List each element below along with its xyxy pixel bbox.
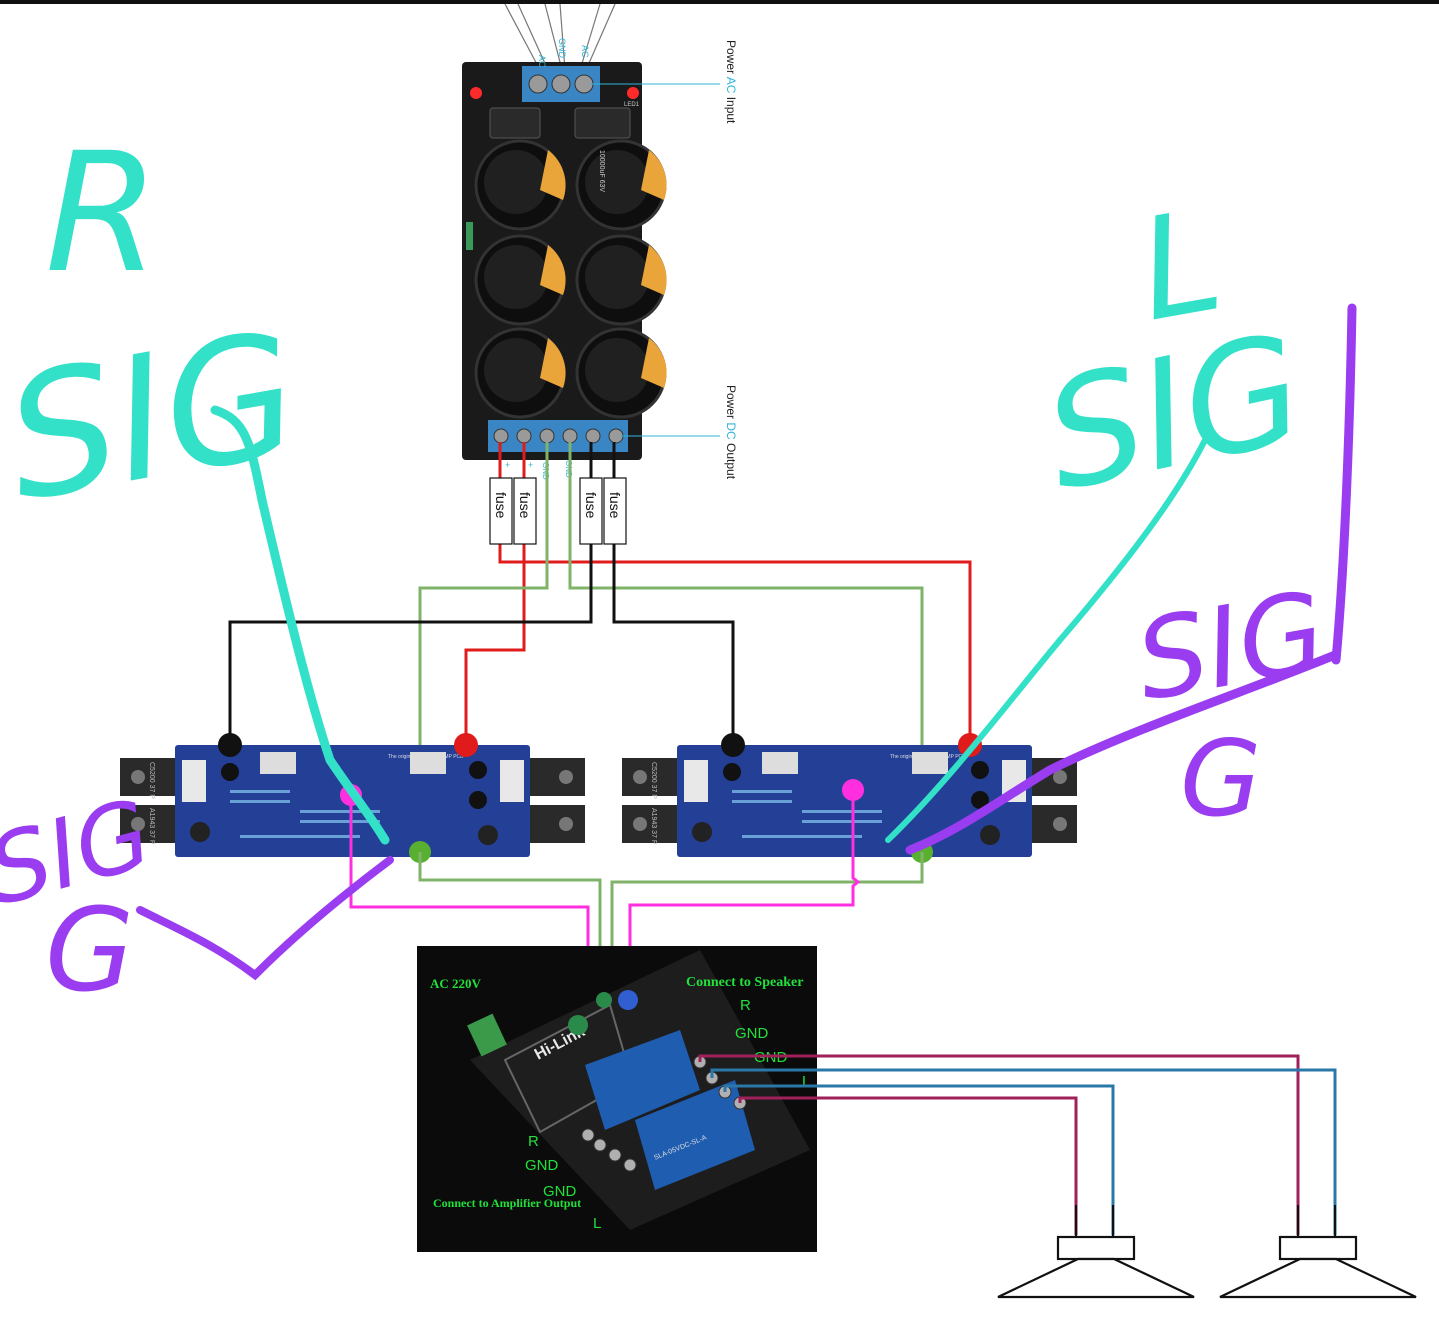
amp-left-silk: The original design L20 AMP PCB: [388, 754, 464, 760]
fuse-1: fuse: [489, 477, 513, 545]
annotation-right-signal-line: [1331, 303, 1357, 665]
annotation-left-sig-g: SIG G: [0, 779, 394, 1018]
connect-to-speaker-label: Connect to Speaker: [686, 975, 803, 990]
annotation-r-signal-wire: [210, 405, 390, 845]
amp-left-pos-terminal: [454, 733, 478, 757]
dc-mark-1: +: [505, 460, 510, 470]
cap-marking: 10000uF 63V: [598, 150, 605, 192]
speaker-wires: [698, 1054, 1337, 1235]
ac-terminal-label-2: GND: [557, 38, 567, 59]
led-right: [627, 87, 639, 99]
speaker-terminals: [693, 1055, 747, 1110]
led-label: LED1: [624, 102, 640, 108]
speaker-left: [997, 1205, 1195, 1299]
speaker-pin-gnd-1: GND: [735, 1025, 769, 1042]
top-border: [0, 0, 1439, 4]
psu-resistor: [466, 222, 473, 250]
amp-left-neg-terminal: [218, 733, 242, 757]
fuses: fuse fuse fuse fuse: [489, 477, 627, 545]
power-supply-board: AC GND AC LED1: [462, 3, 738, 480]
annotation-r: R: [45, 117, 160, 309]
speaker-pin-l: L: [802, 1073, 810, 1090]
annotation-right-g: G: [1180, 718, 1261, 840]
svg-text:fuse: fuse: [517, 492, 533, 519]
annotation-l-signal-wire: [885, 437, 1208, 843]
fuse-3: fuse: [579, 477, 603, 545]
transistor-label-bottom-right: A1943 37 P: [650, 808, 657, 845]
power-dc-output-label: Power DC Output: [724, 385, 738, 480]
bridge-heatsinks: [489, 107, 631, 139]
svg-text:fuse: fuse: [607, 492, 623, 519]
amp-input-terminals: [581, 1128, 637, 1172]
annotation-r-sig: R SIG: [0, 117, 390, 845]
amp-right-silk: The original design L20 AMP PCB: [890, 754, 966, 760]
fuse-4: fuse: [603, 477, 627, 545]
led-left: [470, 87, 482, 99]
annotation-left-g: G: [45, 884, 134, 1018]
ac-terminal-label-3: AC: [580, 45, 590, 58]
svg-text:fuse: fuse: [583, 492, 599, 519]
annotation-left-gnd-wire: [136, 856, 394, 981]
ac-220v-label: AC 220V: [430, 976, 482, 991]
speaker-right: [1219, 1205, 1417, 1299]
transistor-label-top-left: C5200 37 P: [148, 762, 155, 799]
fuse-2: fuse: [513, 477, 537, 545]
amp-pin-gnd-2: GND: [543, 1183, 577, 1200]
ac-input-wires: [504, 3, 616, 71]
amp-pin-r: R: [528, 1133, 539, 1150]
dc-terminal-block: [488, 420, 628, 452]
amp-pin-gnd-1: GND: [525, 1157, 559, 1174]
dc-mark-2: +: [528, 460, 533, 470]
connect-to-amplifier-output-label: Connect to Amplifier Output: [433, 1196, 581, 1210]
filter-capacitors: [474, 139, 667, 419]
amp-right-neg-terminal: [721, 733, 745, 757]
transistor-label-top-right: C5200 37 P: [650, 762, 657, 799]
amp-pin-l: L: [593, 1215, 601, 1232]
svg-text:fuse: fuse: [493, 492, 509, 519]
ac-input-terminal: [467, 1013, 507, 1057]
ac-terminal-label-1: AC: [537, 55, 547, 68]
speaker-pin-r: R: [740, 997, 751, 1014]
annotation-right-sig: SIG: [1127, 567, 1334, 726]
transistor-label-bottom-left: A1943 37 P: [148, 808, 155, 845]
relays: SLA-05VDC-SL-A: [585, 1030, 755, 1190]
annotation-right-gnd-wire: [905, 650, 1340, 855]
power-ac-input-label: Power AC Input: [724, 40, 738, 124]
